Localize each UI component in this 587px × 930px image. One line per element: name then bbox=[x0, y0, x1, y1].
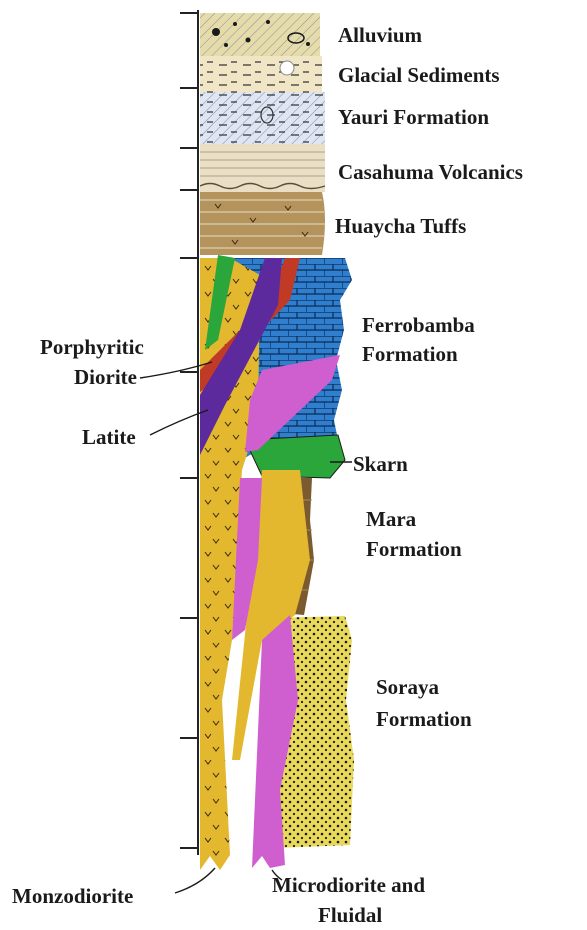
huaycha-tuffs-layer bbox=[200, 192, 325, 255]
label-yauri-formation: Yauri Formation bbox=[338, 106, 489, 128]
label-casahuma-volcanics: Casahuma Volcanics bbox=[338, 161, 523, 183]
label-skarn: Skarn bbox=[353, 453, 408, 475]
label-soraya-2: Formation bbox=[376, 708, 472, 730]
alluvium-layer bbox=[200, 13, 320, 56]
label-ferrobamba-1: Ferrobamba bbox=[362, 314, 475, 336]
leader-monzodiorite bbox=[175, 868, 215, 893]
label-mara-1: Mara bbox=[366, 508, 416, 530]
label-alluvium: Alluvium bbox=[338, 24, 422, 46]
scale-ticks bbox=[180, 13, 198, 848]
label-microdiorite-2: Fluidal bbox=[318, 904, 382, 926]
label-huaycha-tuffs: Huaycha Tuffs bbox=[335, 215, 466, 237]
label-monzodiorite: Monzodiorite bbox=[12, 885, 133, 907]
label-latite: Latite bbox=[82, 426, 136, 448]
label-porphyritic-1: Porphyritic bbox=[40, 336, 144, 358]
glacial-sediments-layer bbox=[200, 56, 322, 92]
leader-latite bbox=[150, 410, 208, 435]
label-glacial-sediments: Glacial Sediments bbox=[338, 64, 500, 86]
casahuma-volcanics-layer bbox=[200, 144, 325, 192]
label-soraya-1: Soraya bbox=[376, 676, 439, 698]
label-porphyritic-2: Diorite bbox=[74, 366, 137, 388]
label-ferrobamba-2: Formation bbox=[362, 343, 458, 365]
label-microdiorite-1: Microdiorite and bbox=[272, 874, 425, 896]
label-mara-2: Formation bbox=[366, 538, 462, 560]
yauri-formation-layer bbox=[200, 92, 325, 144]
